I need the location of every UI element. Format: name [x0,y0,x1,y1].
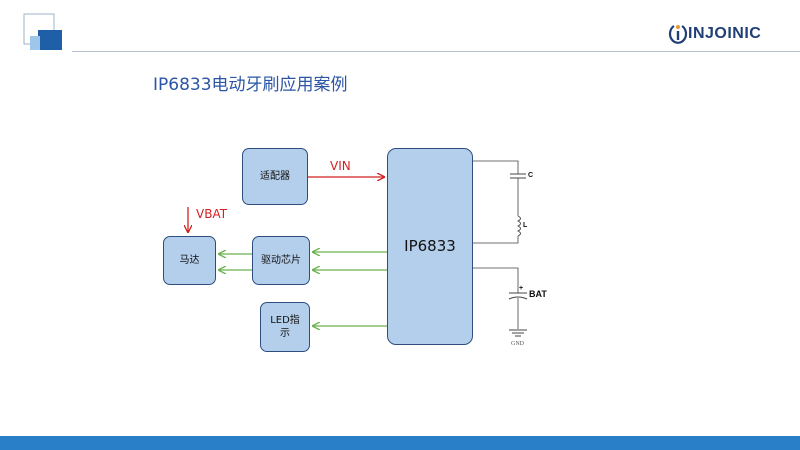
cl-wire [473,160,519,174]
adapter-block: 适配器 [242,148,308,205]
battery-label: BAT [529,289,547,299]
led-label-line2: 示 [280,328,290,339]
capacitor-symbol [510,173,526,179]
brand-logo: INJOINIC [668,22,761,46]
vin-label: VIN [330,159,351,173]
ground-symbol [509,329,527,337]
battery-plus-label: + [519,285,524,292]
ic-label: IP6833 [404,237,456,255]
ic-block: IP6833 [387,148,473,345]
ground-label: GND [511,341,524,347]
bat-wire [473,267,519,293]
led-label-line1: LED指 [270,315,300,326]
inductor-label: L [523,222,528,229]
battery-symbol [508,292,528,300]
footer-bar [0,436,800,450]
motor-block: 马达 [163,236,216,285]
inductor-symbol [516,215,521,237]
led-block: LED指 示 [260,302,310,352]
header-divider [72,51,800,52]
motor-label: 马达 [179,255,200,266]
adapter-label: 适配器 [260,171,290,182]
driver-block: 驱动芯片 [252,236,310,285]
capacitor-label: C [528,172,534,179]
corner-logo [23,13,62,50]
brand-mark-icon [668,25,688,44]
driver-label: 驱动芯片 [261,255,301,266]
brand-text: INJOINIC [688,25,762,42]
vbat-label: VBAT [196,207,228,221]
page-title: IP6833电动牙刷应用案例 [153,75,348,95]
